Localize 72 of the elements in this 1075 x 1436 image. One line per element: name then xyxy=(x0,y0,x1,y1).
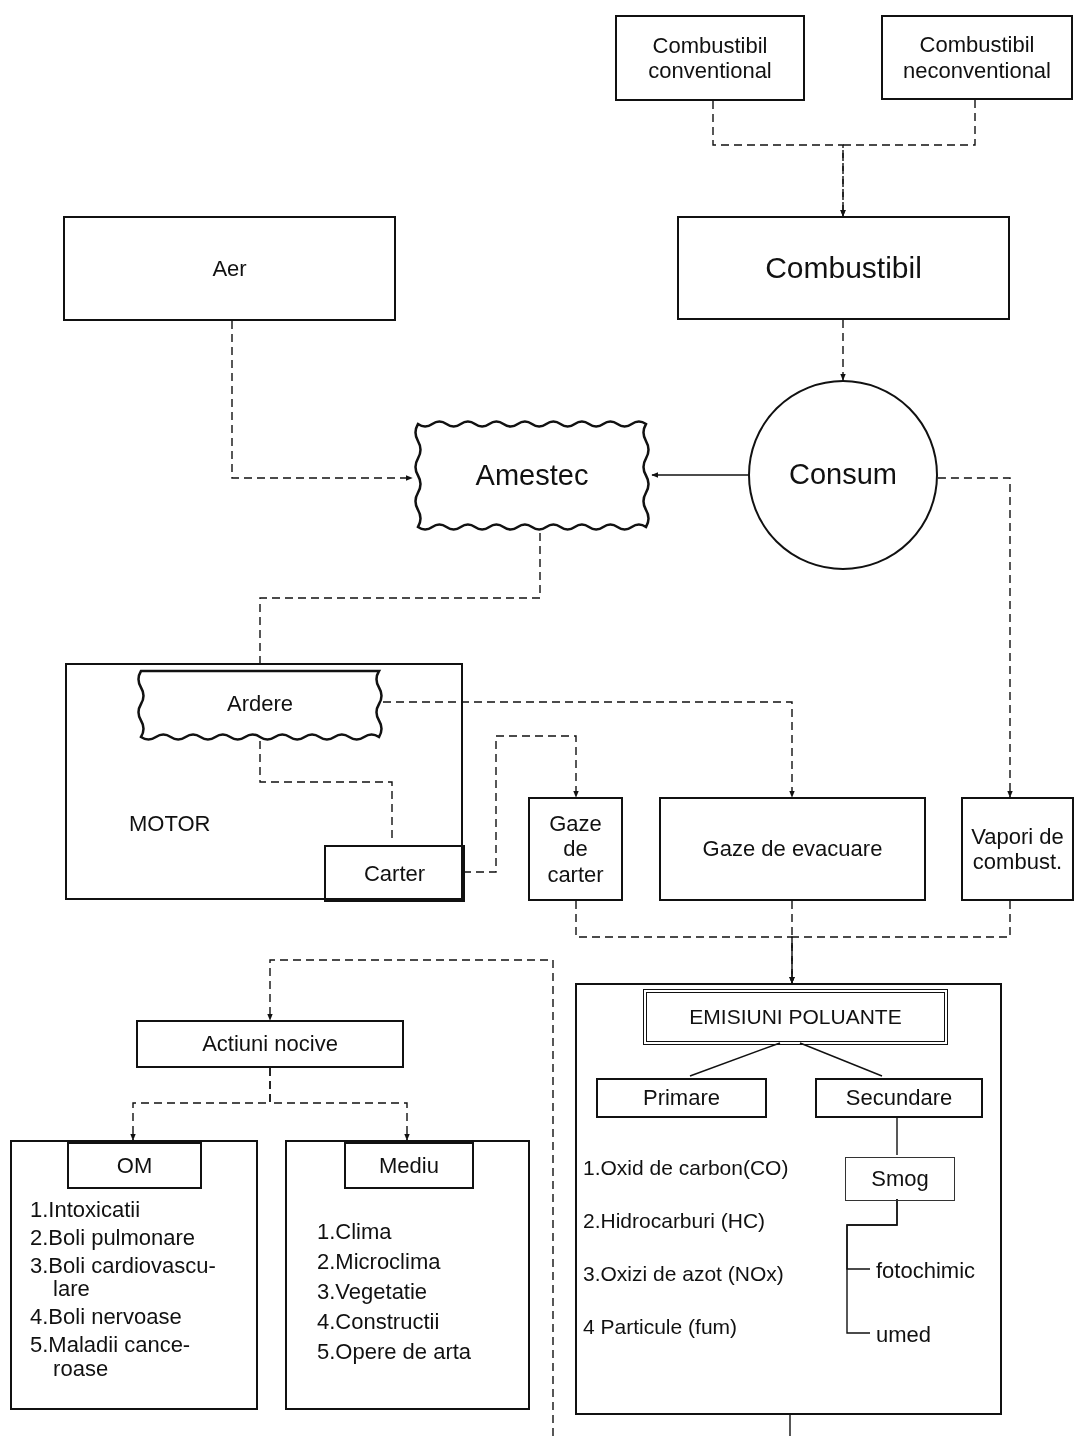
arrow xyxy=(269,1067,410,1141)
engine-box xyxy=(65,663,463,900)
list-item: 4.Boli nervoase xyxy=(30,1305,183,1329)
process-box xyxy=(961,797,1074,901)
process-box xyxy=(845,1157,955,1201)
process-box xyxy=(815,1078,983,1118)
list-item: 2.Microclima xyxy=(317,1250,442,1274)
node-label: Vapori de combust. xyxy=(970,823,1065,875)
node-label: OM xyxy=(115,1152,154,1179)
arrow xyxy=(462,735,579,873)
connector-line xyxy=(846,1198,898,1334)
process-box xyxy=(67,1142,202,1189)
process-box xyxy=(677,216,1010,320)
list-item: 3.Oxizi de azot (NOx) xyxy=(583,1263,785,1286)
process-box xyxy=(528,797,623,901)
connector-line xyxy=(896,1115,898,1156)
list-item: 3.Vegetatie xyxy=(317,1280,429,1304)
list-item: 4 Particule (fum) xyxy=(583,1316,739,1339)
wavy-box xyxy=(412,418,652,533)
arrow xyxy=(382,701,795,798)
list-item: 4.Constructii xyxy=(317,1310,441,1334)
list-item: 1.Intoxicatii xyxy=(30,1198,142,1222)
process-box xyxy=(136,1020,404,1068)
arrow xyxy=(267,959,554,1436)
process-box xyxy=(596,1078,767,1118)
list-panel xyxy=(575,983,1002,1415)
node-label: Mediu xyxy=(378,1152,440,1179)
list-item: 5.Maladii cance- roase xyxy=(30,1333,192,1380)
node-label: Secundare xyxy=(844,1085,954,1111)
process-box xyxy=(881,15,1073,100)
arrow xyxy=(231,320,413,481)
arrow xyxy=(651,472,749,478)
process-box xyxy=(615,15,805,101)
node-label: Actiuni nocive xyxy=(201,1031,339,1057)
arrow xyxy=(840,99,976,217)
arrow xyxy=(789,900,1011,984)
node-label: Gaze de carter xyxy=(546,811,605,887)
node-label: Primare xyxy=(642,1085,721,1111)
list-item: 1.Clima xyxy=(317,1220,393,1244)
node-label: Amestec xyxy=(474,458,590,493)
node-label: Gaze de evacuare xyxy=(701,836,884,862)
connector-line xyxy=(689,1042,781,1077)
list-panel xyxy=(285,1140,530,1410)
process-box xyxy=(324,845,465,902)
node-label: Ardere xyxy=(225,691,294,717)
title-box xyxy=(643,989,948,1045)
node-label: umed xyxy=(875,1322,933,1348)
connector-line xyxy=(799,1042,883,1077)
node-label: Combustibil xyxy=(764,250,923,286)
arrow xyxy=(840,319,846,381)
engine-label: MOTOR xyxy=(129,811,211,837)
list-item: 2.Boli pulmonare xyxy=(30,1226,197,1250)
list-item: 3.Boli cardiovascu- lare xyxy=(30,1254,217,1301)
list-item: 2.Hidrocarburi (HC) xyxy=(583,1210,767,1233)
list-item: 5.Opere de arta xyxy=(317,1340,473,1364)
connector-line xyxy=(259,532,541,664)
process-box xyxy=(344,1142,474,1189)
arrow xyxy=(937,477,1013,798)
circle-node xyxy=(748,380,938,570)
node-label: Carter xyxy=(362,860,427,887)
node-label: Consum xyxy=(788,458,898,492)
node-label: Smog xyxy=(870,1166,930,1192)
process-box xyxy=(63,216,396,321)
node-label: fotochimic xyxy=(875,1258,977,1284)
node-label: Combustibil neconventional xyxy=(902,32,1052,83)
process-box xyxy=(659,797,926,901)
list-item: 1.Oxid de carbon(CO) xyxy=(583,1157,790,1180)
connector-line xyxy=(789,1414,791,1436)
node-label: Combustibil conventional xyxy=(647,32,773,84)
list-panel xyxy=(10,1140,258,1410)
node-label: EMISIUNI POLUANTE xyxy=(688,1004,903,1030)
node-label: Aer xyxy=(211,255,248,282)
